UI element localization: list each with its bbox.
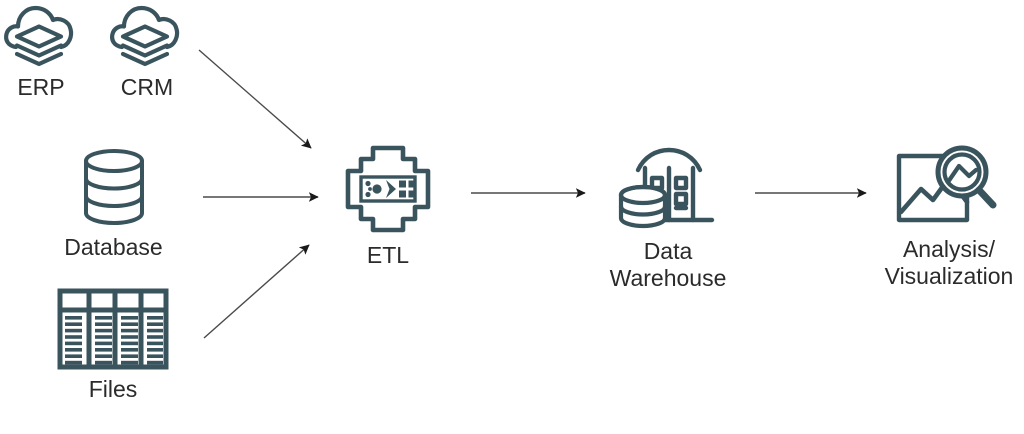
- gear-transform-icon: [339, 142, 437, 236]
- cloud-layers-icon: [3, 2, 79, 68]
- warehouse-database-icon: [616, 146, 720, 232]
- node-database[interactable]: Database: [56, 146, 171, 261]
- edge-crm-to-etl: [198, 49, 312, 149]
- node-etl[interactable]: ETL: [336, 142, 440, 269]
- node-data-warehouse[interactable]: Data Warehouse: [607, 146, 729, 292]
- node-label-database: Database: [64, 234, 163, 260]
- chart-magnifier-icon: [893, 142, 1005, 230]
- cloud-layers-icon: [109, 2, 185, 68]
- node-files[interactable]: Files: [53, 288, 173, 403]
- database-cylinder-icon: [74, 146, 154, 228]
- node-label-erp: ERP: [17, 74, 65, 100]
- node-label-etl: ETL: [366, 242, 410, 268]
- edge-files-to-etl: [203, 244, 310, 339]
- node-label-crm: CRM: [120, 74, 174, 100]
- node-crm[interactable]: CRM: [106, 2, 188, 101]
- node-label-data-warehouse: Data Warehouse: [609, 238, 727, 292]
- node-label-files: Files: [88, 376, 138, 402]
- node-erp[interactable]: ERP: [0, 2, 82, 101]
- table-files-icon: [57, 288, 169, 370]
- node-analysis-visualization[interactable]: Analysis/ Visualization: [875, 142, 1023, 290]
- node-label-analysis-visualization: Analysis/ Visualization: [884, 236, 1014, 290]
